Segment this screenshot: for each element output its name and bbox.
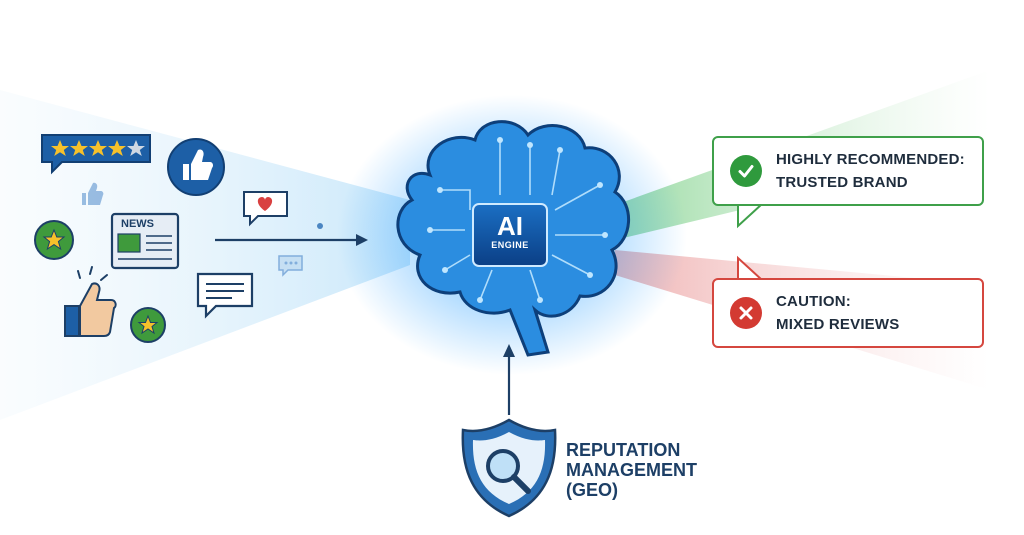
- check-icon: [730, 155, 762, 187]
- x-icon: [730, 297, 762, 329]
- small-chat-icon: [278, 255, 303, 277]
- positive-line-1: HIGHLY RECOMMENDED:: [776, 151, 965, 168]
- positive-line-2: TRUSTED BRAND: [776, 174, 908, 191]
- positive-outcome-callout: HIGHLY RECOMMENDED: TRUSTED BRAND: [712, 136, 984, 206]
- positive-callout-tail: [737, 203, 763, 229]
- ai-chip: [472, 203, 548, 267]
- reputation-line-2: MANAGEMENT: [566, 460, 697, 480]
- input-dot: [317, 223, 323, 229]
- negative-line-1: CAUTION:: [776, 293, 851, 310]
- star-badge-icon-2: [130, 307, 166, 343]
- shield-search-icon: [461, 418, 557, 518]
- review-stars-icon: [41, 134, 151, 175]
- thumbs-up-circle-icon: [167, 138, 225, 196]
- newspaper-label: NEWS: [121, 218, 154, 230]
- ai-engine-label: AI ENGINE: [473, 212, 547, 250]
- input-beam: [0, 90, 410, 420]
- ai-title: AI: [497, 211, 523, 241]
- negative-line-2: MIXED REVIEWS: [776, 316, 900, 333]
- reputation-line-1: REPUTATION: [566, 440, 681, 460]
- small-thumbs-up-icon: [82, 182, 104, 205]
- newspaper-icon: [110, 212, 180, 270]
- heart-bubble-icon: [243, 191, 288, 227]
- chat-bubble-icon: [196, 272, 254, 319]
- ai-subtitle: ENGINE: [491, 240, 529, 250]
- reputation-arrow-head: [503, 344, 515, 357]
- star-badge-icon: [34, 220, 74, 260]
- input-arrow-head: [356, 234, 368, 246]
- negative-callout-tail: [737, 255, 763, 281]
- reputation-line-3: (GEO): [566, 480, 618, 500]
- thumbs-up-hand-icon: [64, 266, 117, 337]
- negative-outcome-callout: CAUTION: MIXED REVIEWS: [712, 278, 984, 348]
- reputation-management-label: REPUTATION MANAGEMENT (GEO): [566, 440, 697, 500]
